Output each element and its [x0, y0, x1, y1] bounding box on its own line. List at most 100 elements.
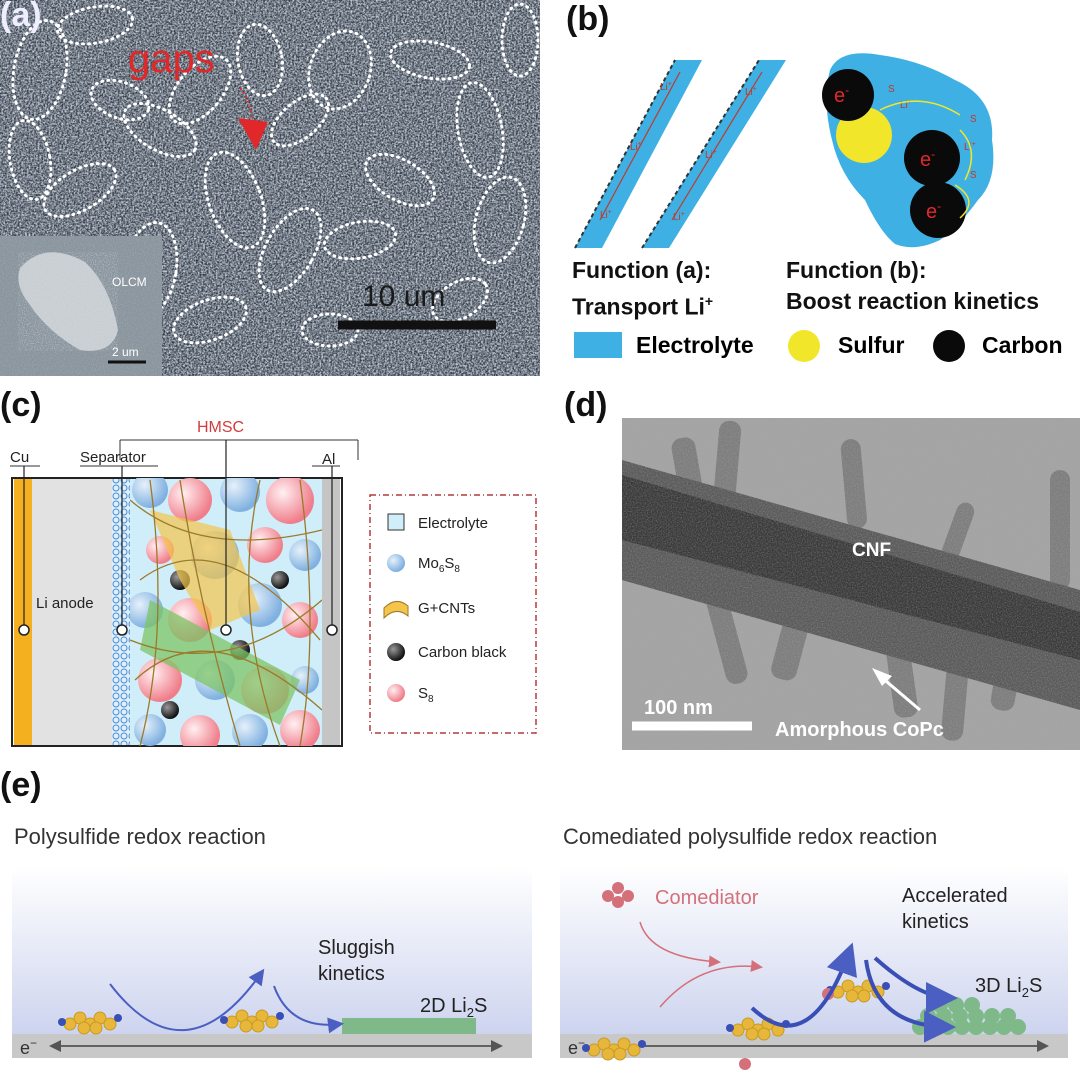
annotation-arrow-icon	[872, 668, 892, 686]
function-diagram: Li+ Li+ Li+ Li+ Li+ Li+ e- e- e- S S S L…	[574, 53, 994, 249]
li2s-cluster	[1010, 1019, 1026, 1035]
panel-c-label: (c)	[0, 386, 42, 424]
legend-gcnt-swatch	[383, 601, 409, 620]
li-ion-label: Li+	[673, 211, 685, 223]
s8-particle	[168, 478, 212, 522]
legend-mo6s8-swatch	[387, 554, 405, 572]
panel-d-label: (d)	[564, 386, 608, 424]
particle-outline	[42, 162, 118, 218]
legend-carbon-label: Carbon	[982, 332, 1063, 358]
inset-scale-label: 2 um	[112, 345, 139, 359]
particle-outline	[55, 4, 135, 46]
particle-outline	[7, 118, 53, 202]
panel-e-label: (e)	[0, 766, 42, 804]
cnt-strand	[179, 479, 241, 746]
panel-c-cell-schematic: (c) HMSC Cu Separator Al	[0, 380, 540, 760]
s8-particle	[266, 478, 314, 524]
legend-box	[369, 494, 537, 734]
legend-electrolyte-swatch	[574, 332, 622, 358]
particle-outline	[307, 29, 373, 111]
scale-bar-label: 10 um	[362, 280, 445, 313]
mo6s8-particle	[220, 478, 260, 512]
redox-diagram: e− 2D Li2S Sluggish kinetics e− Comediat…	[12, 867, 1068, 1070]
left-title: Polysulfide redox reaction	[14, 824, 266, 849]
li-ion-label: Li+	[745, 86, 757, 98]
scale-bar-label: 100 nm	[644, 697, 713, 719]
li2s-3d-label: 3D Li2S	[975, 975, 1042, 1000]
particle-outline	[431, 276, 489, 324]
cnt-strand	[139, 559, 321, 641]
li2s-cluster	[1000, 1008, 1016, 1024]
panel-e-redox-schematic: (e) Polysulfide redox reaction Comediate…	[0, 762, 1080, 1071]
particle-outline	[364, 152, 436, 208]
function-b-caption: Function (b): Boost reaction kinetics	[786, 255, 1039, 317]
s8-particle	[180, 715, 220, 746]
right-title: Comediated polysulfide redox reaction	[563, 824, 938, 849]
carbon-black-particle	[271, 571, 289, 589]
sluggish-label-2: kinetics	[318, 963, 385, 985]
hmsc-cell-diagram: HMSC Cu Separator Al Li anode	[10, 419, 537, 747]
cnt-strand	[299, 479, 311, 746]
electrolyte-channel	[642, 60, 786, 248]
li2s-cluster	[964, 997, 980, 1013]
li-ion-label: Li+	[630, 141, 642, 153]
particle-outline	[388, 39, 472, 81]
particle-outline	[89, 78, 151, 122]
gaps-label: gaps	[128, 37, 215, 81]
carbon-black-particle	[161, 701, 179, 719]
function-b-desc: Boost reaction kinetics	[786, 288, 1040, 314]
al-current-collector	[322, 479, 340, 745]
legend-electrolyte-label: Electrolyte	[636, 332, 754, 358]
comediator-label: Comediator	[655, 887, 759, 909]
polysulfide-label: S	[970, 170, 977, 181]
cu-current-collector	[14, 479, 32, 745]
cnt-strand	[130, 599, 322, 654]
legend-carbon-black-swatch	[387, 643, 405, 661]
al-label: Al	[322, 451, 335, 468]
polysulfide-molecule	[582, 1037, 646, 1061]
particle-outline	[235, 22, 285, 98]
carbon-particle	[910, 182, 966, 238]
electron-label: e-	[920, 147, 935, 171]
s8-particle	[280, 710, 320, 746]
li2s-2d-label: 2D Li2S	[420, 995, 487, 1020]
li2s-cluster	[920, 1008, 936, 1024]
amorphous-copc-label: Amorphous CoPc	[775, 719, 944, 741]
mo6s8-particle	[291, 666, 319, 694]
function-a-desc: Transport Li+	[572, 293, 714, 320]
legend-s8-swatch	[387, 684, 405, 702]
particle-outline	[455, 81, 505, 179]
li2s-cluster	[984, 1008, 1000, 1024]
cnt-strand	[139, 479, 159, 746]
right-electron-label: e−	[568, 1036, 585, 1058]
panel-a-sem-image: OLCM 2 um 10 um gaps (a)	[0, 0, 540, 376]
polysulfide-molecule	[58, 1011, 122, 1035]
legend-gcnt-label: G+CNTs	[418, 600, 475, 617]
gaps-arrow-icon	[238, 118, 268, 150]
legend-carbon-swatch	[933, 330, 965, 362]
li-ion-label: Li+	[964, 141, 976, 153]
graphene-sheet	[140, 600, 300, 725]
li-ion-label: Li+	[705, 149, 717, 161]
li-anode	[32, 479, 112, 745]
carbon-particle	[904, 130, 960, 186]
function-a-caption: Function (a): Transport Li+	[572, 255, 713, 323]
accelerated-label-2: kinetics	[902, 911, 969, 933]
hmsc-label: HMSC	[197, 419, 244, 436]
polysulfide-label: S	[970, 114, 977, 125]
legend-carbon-black-label: Carbon black	[418, 644, 507, 661]
particle-outline	[167, 54, 233, 126]
mo6s8-particle	[134, 714, 166, 746]
left-electron-label: e−	[20, 1036, 37, 1058]
cnt-strand	[248, 479, 281, 746]
mo6s8-particle	[232, 714, 268, 746]
cell-frame	[11, 477, 343, 747]
cu-label: Cu	[10, 449, 29, 466]
li-anode-label: Li anode	[36, 595, 94, 612]
li2s-cluster	[968, 1019, 984, 1035]
sulfur-particle	[836, 107, 892, 163]
panel-b-label: (b)	[566, 0, 610, 38]
legend-sulfur-swatch	[788, 330, 820, 362]
li-ion-label: Li+	[900, 99, 912, 111]
sluggish-label-1: Sluggish	[318, 937, 395, 959]
